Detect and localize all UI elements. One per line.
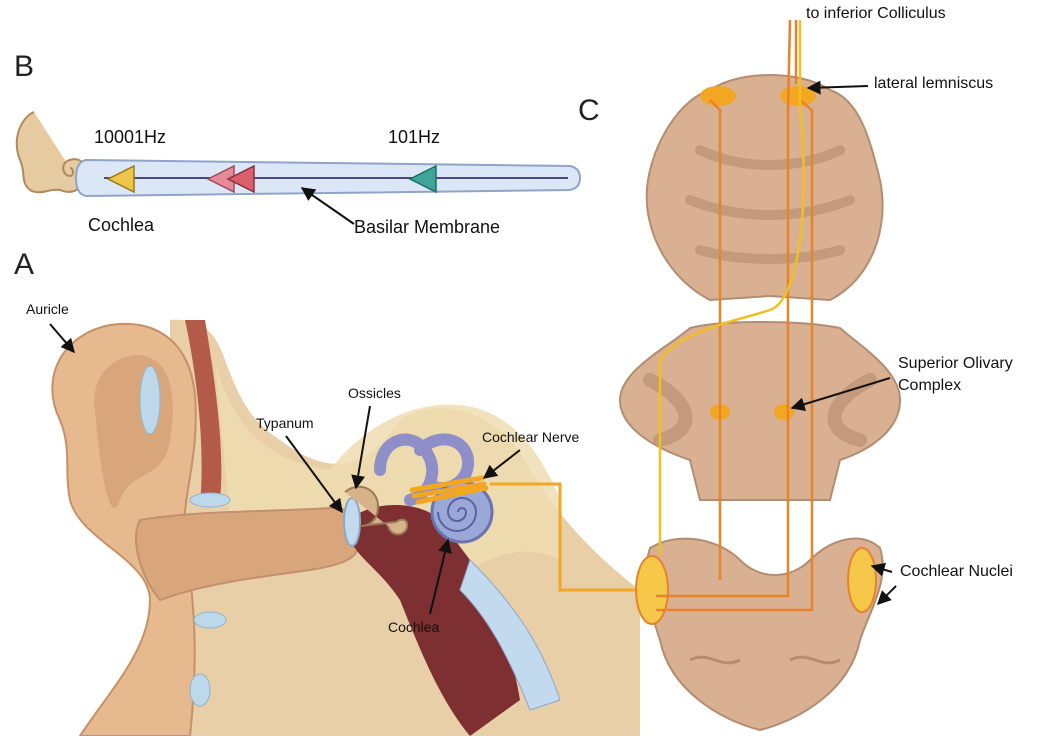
cochlea-label: Cochlea [388, 620, 439, 634]
typanum-label: Typanum [256, 416, 314, 430]
superior-olivary-label-line1: Superior Olivary [898, 356, 1013, 372]
typanum-membrane [344, 498, 360, 546]
cochlear-nucleus-left [636, 556, 668, 624]
lateral-lemniscus-left [700, 86, 736, 106]
pons-section [620, 322, 900, 500]
cartilage-2 [190, 493, 230, 507]
superior-olivary-label-line2: Complex [898, 378, 961, 394]
midbrain-section [647, 75, 883, 300]
brainstem-sections [620, 20, 900, 730]
inferior-colliculus-label: to inferior Colliculus [806, 6, 946, 22]
high-frequency-label: 10001Hz [94, 128, 166, 146]
cochlea-strip-label: Cochlea [88, 216, 154, 234]
medulla-section [646, 539, 883, 730]
ear-cross-section [50, 320, 650, 736]
lateral-lemniscus-label: lateral lemniscus [874, 76, 993, 92]
cochlear-nerve-label: Cochlear Nerve [482, 430, 579, 444]
cochlear-nucleus-right [848, 548, 876, 612]
cochlear-nuclei-pointer-2 [878, 586, 896, 604]
superior-olivary-right [774, 404, 794, 420]
panel-label-c: C [578, 96, 600, 126]
lateral-lemniscus-right [780, 86, 816, 106]
panel-label-a: A [14, 250, 34, 280]
panel-label-b: B [14, 52, 34, 82]
ossicles-label: Ossicles [348, 386, 401, 400]
auricle-label: Auricle [26, 302, 69, 316]
low-frequency-label: 101Hz [388, 128, 440, 146]
cartilage-3 [194, 612, 226, 628]
basilar-membrane-label: Basilar Membrane [354, 218, 500, 236]
cartilage-1 [140, 366, 160, 434]
cartilage-4 [190, 674, 210, 706]
auricle-pointer [50, 324, 74, 352]
cochlear-nuclei-label: Cochlear Nuclei [900, 564, 1013, 580]
